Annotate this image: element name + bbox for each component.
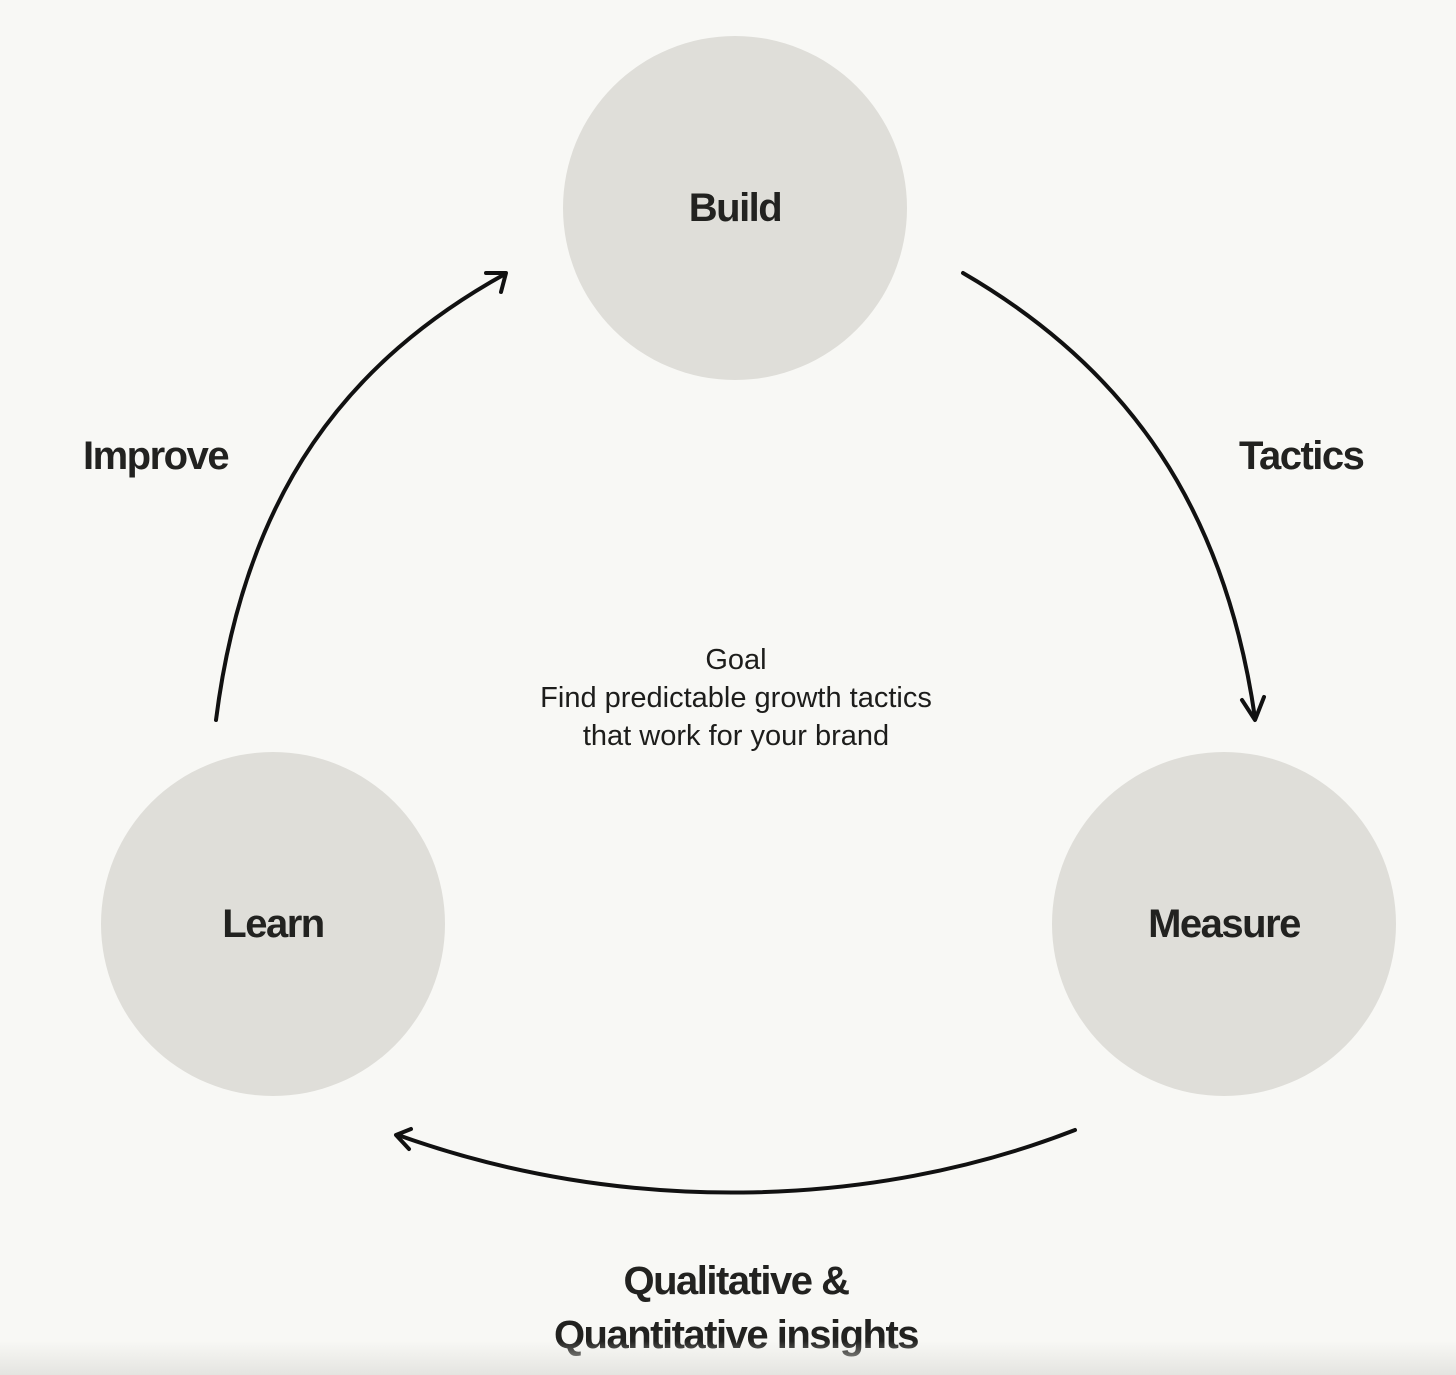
node-learn-label: Learn (222, 901, 325, 946)
node-build-label: Build (688, 185, 783, 230)
arrow-measure-to-learn (396, 1128, 1077, 1195)
goal-line-1: Find predictable growth tactics (540, 682, 932, 714)
bottom-shade (0, 1341, 1456, 1375)
arrow-build-to-measure (961, 271, 1257, 720)
node-measure: Measure (1052, 752, 1396, 1096)
arrowhead-learn-to-build (484, 271, 508, 294)
goal-heading: Goal (705, 644, 767, 676)
arrowhead-build-to-measure (1240, 695, 1266, 722)
arrow-learn-to-build (214, 272, 507, 722)
node-measure-label: Measure (1148, 901, 1301, 946)
goal-line-2: that work for your brand (582, 720, 890, 752)
node-learn: Learn (101, 752, 445, 1096)
node-build: Build (563, 36, 907, 380)
goal-text: Goal Find predictable growth tactics tha… (436, 641, 1036, 755)
edge-label-tactics: Tactics (1239, 434, 1365, 478)
edge-label-improve: Improve (83, 434, 230, 478)
arrowhead-measure-to-learn (394, 1127, 413, 1151)
edge-label-insights-line-1: Qualitative & (623, 1259, 850, 1303)
